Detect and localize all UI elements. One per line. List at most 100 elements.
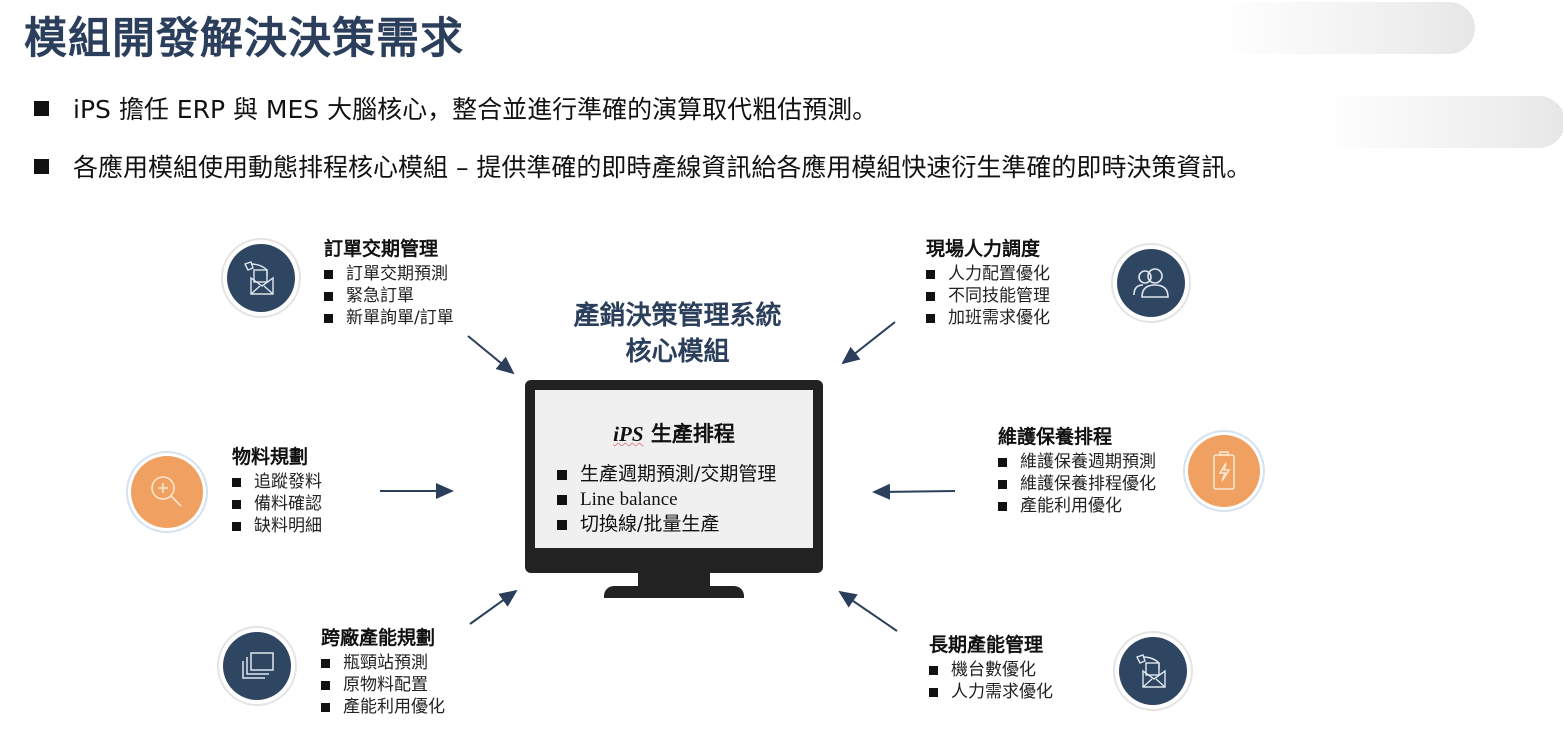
module-title: 訂單交期管理 <box>324 238 439 260</box>
list-item: 人力配置優化 <box>926 263 1050 285</box>
module-title: 長期產能管理 <box>929 634 1044 656</box>
module-item: 不同技能管理 <box>948 286 1050 306</box>
bullet-square-icon <box>998 479 1007 489</box>
list-item: 產能利用優化 <box>321 696 445 718</box>
module-item: 緊急訂單 <box>346 286 414 306</box>
hand-envelope-icon <box>227 244 295 312</box>
list-item: 產能利用優化 <box>998 495 1156 517</box>
monitor-stand <box>604 586 744 598</box>
decorative-gradient-bar <box>1220 2 1475 54</box>
core-feature: 生產週期預測/交期管理 <box>580 463 777 485</box>
module-material-planning: 物料規劃 追蹤發料 備料確認 缺料明細 <box>232 442 322 537</box>
bullet-square-icon <box>929 687 938 697</box>
list-item: Line balance <box>557 487 776 512</box>
module-title: 維護保養排程 <box>998 426 1113 448</box>
list-item: 維護保養排程優化 <box>998 473 1156 495</box>
arrow-workforce <box>841 321 896 365</box>
module-item: 瓶頸站預測 <box>343 653 428 673</box>
bullet-square-icon <box>232 477 241 487</box>
bullet-square-icon <box>324 291 333 301</box>
module-long-term-capacity: 長期產能管理 機台數優化 人力需求優化 <box>929 630 1053 703</box>
module-item: 人力需求優化 <box>951 682 1053 702</box>
list-item: 維護保養週期預測 <box>998 451 1156 473</box>
monitor-neck <box>638 573 710 587</box>
bullet-square-icon <box>926 313 935 323</box>
module-item: 原物料配置 <box>343 675 428 695</box>
list-item: 新單詢單/訂單 <box>324 307 454 329</box>
module-maintenance-scheduling: 維護保養排程 維護保養週期預測 維護保養排程優化 產能利用優化 <box>998 422 1156 517</box>
core-title-line2: 核心模組 <box>625 337 730 367</box>
slide-title: 模組開發解決決策需求 <box>24 14 464 64</box>
arrow-order <box>467 335 515 375</box>
core-feature: Line balance <box>580 489 678 510</box>
bullet-square-icon <box>324 269 333 279</box>
icon-ring <box>126 451 208 533</box>
intro-bullet: iPS 擔任 ERP 與 MES 大腦核心，整合並進行準確的演算取代粗估預測。 <box>34 90 877 126</box>
icon-ring <box>1183 430 1265 512</box>
list-item: 加班需求優化 <box>926 307 1050 329</box>
core-title-line1: 產銷決策管理系統 <box>573 301 782 331</box>
module-item: 訂單交期預測 <box>346 264 448 284</box>
module-workforce-dispatch: 現場人力調度 人力配置優化 不同技能管理 加班需求優化 <box>926 234 1050 329</box>
zoom-in-icon <box>131 456 203 528</box>
screen-title-text: 生產排程 <box>650 422 735 446</box>
bullet-square-icon <box>321 658 330 668</box>
battery-charge-icon <box>1188 435 1260 507</box>
list-item: 追蹤發料 <box>232 471 322 493</box>
bullet-square-icon <box>34 158 49 174</box>
arrow-longterm <box>838 590 898 632</box>
bullet-square-icon <box>557 519 567 530</box>
module-title: 現場人力調度 <box>926 238 1041 260</box>
bullet-square-icon <box>557 494 567 505</box>
monitor-graphic: iPS 生產排程 生產週期預測/交期管理 Line balance 切換線/批量… <box>525 380 823 573</box>
module-item: 產能利用優化 <box>343 697 445 717</box>
icon-ring <box>217 626 297 706</box>
list-item: 切換線/批量生產 <box>557 512 776 537</box>
module-item: 維護保養排程優化 <box>1020 474 1156 494</box>
list-item: 不同技能管理 <box>926 285 1050 307</box>
monitor-screen: iPS 生產排程 生產週期預測/交期管理 Line balance 切換線/批量… <box>535 390 813 548</box>
module-item: 維護保養週期預測 <box>1020 452 1156 472</box>
screen-title: iPS 生產排程 <box>535 418 813 448</box>
bullet-square-icon <box>321 702 330 712</box>
module-title: 跨廠產能規劃 <box>321 627 436 649</box>
intro-bullet-text: iPS 擔任 ERP 與 MES 大腦核心，整合並進行準確的演算取代粗估預測。 <box>73 95 878 124</box>
arrow-crossplant <box>469 589 518 625</box>
list-item: 原物料配置 <box>321 674 445 696</box>
list-item: 機台數優化 <box>929 659 1053 681</box>
bullet-square-icon <box>926 291 935 301</box>
bullet-square-icon <box>324 313 333 323</box>
bullet-square-icon <box>998 457 1007 467</box>
bullet-square-icon <box>34 100 49 116</box>
list-item: 備料確認 <box>232 493 322 515</box>
list-item: 緊急訂單 <box>324 285 454 307</box>
list-item: 瓶頸站預測 <box>321 652 445 674</box>
bullet-square-icon <box>557 469 567 480</box>
module-item: 人力配置優化 <box>948 264 1050 284</box>
list-item: 訂單交期預測 <box>324 263 454 285</box>
list-item: 生產週期預測/交期管理 <box>557 462 776 487</box>
list-item: 人力需求優化 <box>929 681 1053 703</box>
bullet-square-icon <box>232 521 241 531</box>
list-item: 缺料明細 <box>232 515 322 537</box>
module-item: 追蹤發料 <box>254 472 322 492</box>
module-item: 新單詢單/訂單 <box>346 308 454 328</box>
bullet-square-icon <box>321 680 330 690</box>
module-order-delivery: 訂單交期管理 訂單交期預測 緊急訂單 新單詢單/訂單 <box>324 234 454 329</box>
bullet-square-icon <box>926 269 935 279</box>
intro-bullet-text: 各應用模組使用動態排程核心模組 – 提供準確的即時產線資訊給各應用模組快速衍生準… <box>73 153 1252 182</box>
module-title: 物料規劃 <box>232 446 309 468</box>
icon-ring <box>221 238 301 318</box>
bullet-square-icon <box>929 665 938 675</box>
module-item: 缺料明細 <box>254 516 322 536</box>
core-feature-list: 生產週期預測/交期管理 Line balance 切換線/批量生產 <box>557 462 776 537</box>
module-item: 機台數優化 <box>951 660 1036 680</box>
core-module-title: 產銷決策管理系統 核心模組 <box>540 298 815 370</box>
decorative-gradient-bar <box>1320 96 1563 148</box>
users-icon <box>1117 249 1185 317</box>
bullet-square-icon <box>998 501 1007 511</box>
module-item: 加班需求優化 <box>948 308 1050 328</box>
arrow-maintenance <box>872 483 956 500</box>
module-cross-plant-capacity: 跨廠產能規劃 瓶頸站預測 原物料配置 產能利用優化 <box>321 623 445 718</box>
